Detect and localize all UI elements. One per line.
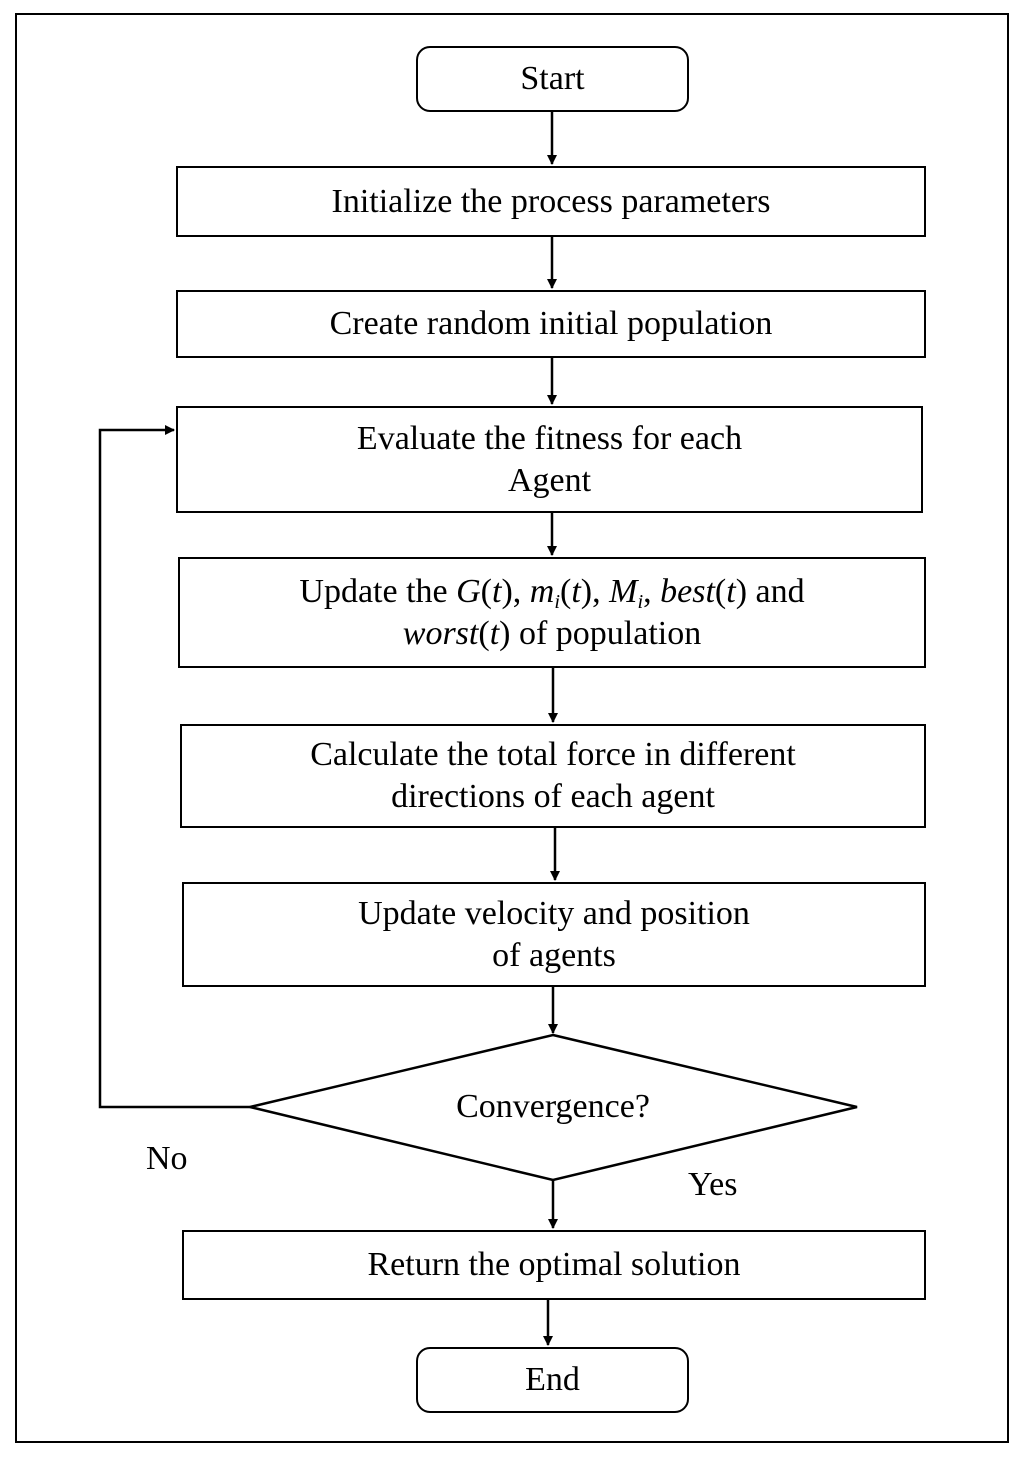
velocity-step: Update velocity and position of agents	[182, 882, 926, 987]
update-line1: Update the G(t), mi(t), Mi, best(t) and	[299, 572, 805, 613]
arrow-no-loop-back	[98, 425, 250, 1109]
init-step: Initialize the process parameters	[176, 166, 926, 237]
calculate-line1: Calculate the total force in different	[310, 736, 796, 773]
yes-label: Yes	[688, 1166, 738, 1203]
update-line2: worst(t) of population	[402, 614, 702, 652]
evaluate-line2: Agent	[507, 461, 592, 499]
end-node: End	[416, 1347, 689, 1413]
velocity-line2: of agents	[492, 936, 616, 974]
figure-frame	[15, 13, 1009, 1443]
create-step: Create random initial population	[176, 290, 926, 358]
update-text: Update the G(t), mi(t), Mi, best(t) and …	[299, 571, 804, 655]
create-label: Create random initial population	[329, 305, 773, 342]
end-label: End	[525, 1361, 580, 1398]
velocity-line1: Update velocity and position	[358, 894, 750, 932]
no-label: No	[146, 1140, 188, 1177]
calculate-line2: directions of each agent	[391, 778, 715, 815]
init-label: Initialize the process parameters	[331, 182, 771, 220]
decision-diamond	[249, 1033, 858, 1182]
start-label: Start	[520, 60, 585, 97]
return-step: Return the optimal solution	[182, 1230, 926, 1300]
evaluate-line1: Evaluate the fitness for each	[356, 419, 743, 457]
decision-label: Convergence?	[456, 1088, 650, 1125]
update-step: Update the G(t), mi(t), Mi, best(t) and …	[178, 557, 926, 668]
evaluate-step: Evaluate the fitness for each Agent	[176, 406, 923, 513]
return-label: Return the optimal solution	[367, 1246, 741, 1283]
calculate-step: Calculate the total force in different d…	[180, 724, 926, 828]
start-node: Start	[416, 46, 689, 112]
